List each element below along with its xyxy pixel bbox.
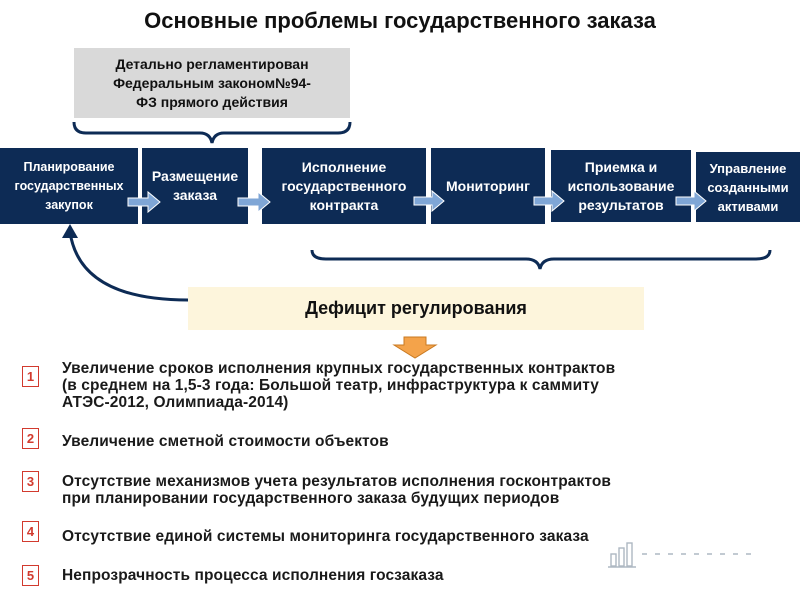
stages-brace	[310, 249, 772, 270]
callout-line: Детально регламентирован	[115, 55, 309, 72]
problem-line: (в среднем на 1,5-3 года: Большой театр,…	[62, 377, 600, 394]
problem-line: Увеличение сметной стоимости объектов	[62, 433, 389, 450]
stage-line: результатов	[578, 196, 664, 213]
stage-line: контракта	[309, 196, 379, 213]
problem-item: Непрозрачность процесса исполнения госза…	[62, 567, 782, 584]
stage-planning: Планирование государственных закупок	[0, 148, 138, 224]
callout-line: ФЗ прямого действия	[136, 93, 288, 110]
callout-line: Федеральным законом№94-	[113, 74, 311, 91]
flow-arrow	[675, 189, 707, 213]
stage-line: созданными	[707, 179, 789, 195]
bar-chart-icon	[608, 542, 758, 568]
item-number: 2	[22, 428, 39, 449]
problem-item: Увеличение сметной стоимости объектов	[62, 433, 782, 450]
stage-line: Планирование	[23, 159, 115, 174]
stage-line: закупок	[45, 197, 93, 212]
law-callout: Детально регламентирован Федеральным зак…	[74, 48, 350, 118]
stage-asset-management: Управление созданными активами	[696, 152, 800, 222]
problem-line: Отсутствие единой системы мониторинга го…	[62, 528, 589, 545]
regulation-deficit-label: Дефицит регулирования	[188, 287, 644, 330]
item-number: 1	[22, 366, 39, 387]
problem-line: Непрозрачность процесса исполнения госза…	[62, 567, 444, 584]
stage-line: Исполнение	[301, 158, 387, 175]
problem-item: Отсутствие механизмов учета результатов …	[62, 473, 782, 507]
down-arrow	[392, 336, 438, 359]
problem-line: Отсутствие механизмов учета результатов …	[62, 473, 612, 490]
callout-brace	[72, 121, 352, 144]
stage-line: государственных	[14, 178, 124, 193]
problem-item: Отсутствие единой системы мониторинга го…	[62, 528, 782, 545]
stage-acceptance: Приемка и использование результатов	[551, 150, 691, 222]
item-number: 4	[22, 521, 39, 542]
problem-line: при планировании государственного заказа…	[62, 490, 560, 507]
stage-execution: Исполнение государственного контракта	[262, 148, 426, 224]
feedback-arrow	[68, 231, 189, 302]
flow-arrow	[533, 189, 565, 213]
stage-line: использование	[567, 177, 675, 194]
stage-line: Приемка и	[584, 158, 658, 175]
stage-placement: Размещение заказа	[142, 148, 248, 224]
stage-line: Управление	[709, 160, 787, 176]
flow-arrow	[127, 190, 161, 214]
flow-arrow	[413, 189, 445, 213]
feedback-arrowhead	[62, 224, 78, 238]
stage-line: активами	[717, 198, 779, 214]
flow-arrow	[237, 190, 271, 214]
stage-line: Размещение	[151, 168, 239, 184]
problem-line: Увеличение сроков исполнения крупных гос…	[62, 360, 616, 377]
problem-item: Увеличение сроков исполнения крупных гос…	[62, 360, 782, 411]
item-number: 3	[22, 471, 39, 492]
page-title: Основные проблемы государственного заказ…	[144, 8, 656, 33]
stage-line: заказа	[172, 187, 218, 203]
stage-line: Мониторинг	[446, 177, 530, 194]
problem-line: АТЭС-2012, Олимпиада-2014)	[62, 394, 289, 411]
item-number: 5	[22, 565, 39, 586]
stage-line: государственного	[281, 177, 407, 194]
stage-monitoring: Мониторинг	[431, 148, 545, 224]
